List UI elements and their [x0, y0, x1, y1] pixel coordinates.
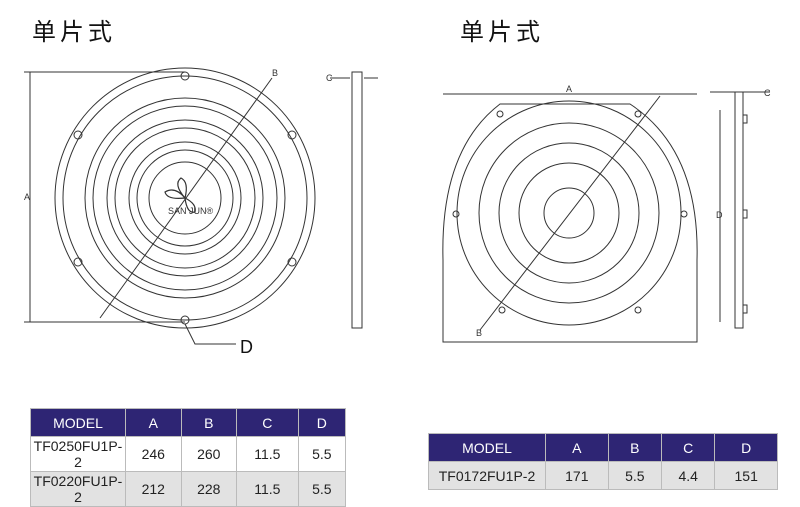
col-c: C	[660, 433, 716, 462]
dim-a: A	[24, 192, 30, 202]
cell: TF0172FU1P-2	[428, 461, 546, 490]
cell: 11.5	[236, 436, 299, 472]
cell: TF0220FU1P-2	[30, 471, 126, 507]
col-b: B	[180, 408, 238, 437]
dim-c: C	[764, 88, 771, 98]
cell: 246	[125, 436, 182, 472]
right-fan-guard-front: A B	[442, 84, 698, 343]
col-d: D	[297, 408, 347, 437]
right-title: 单片式	[460, 18, 544, 46]
col-a: A	[125, 408, 182, 437]
cell: 5.5	[607, 461, 662, 490]
left-title: 单片式	[32, 18, 116, 46]
dim-d: D	[716, 210, 723, 220]
dim-b: B	[272, 68, 278, 78]
cell: 5.5	[297, 471, 347, 507]
table-row: TF0220FU1P-2 212 228 11.5 5.5	[30, 471, 347, 507]
left-fan-guard-side: C	[326, 71, 378, 329]
logo-text: SAN JUN®	[168, 206, 214, 216]
cell: 260	[180, 436, 238, 472]
col-a: A	[545, 433, 609, 462]
col-b: B	[607, 433, 662, 462]
cell: 5.5	[297, 436, 347, 472]
cell: 228	[180, 471, 238, 507]
dim-b: B	[476, 328, 482, 338]
col-d: D	[714, 433, 778, 462]
cell: 151	[714, 461, 778, 490]
table-header: MODEL A B C D	[30, 408, 347, 437]
table-row: TF0172FU1P-2 171 5.5 4.4 151	[428, 461, 778, 490]
cell: 4.4	[660, 461, 716, 490]
table-row: TF0250FU1P-2 246 260 11.5 5.5	[30, 436, 347, 472]
table-header: MODEL A B C D	[428, 433, 778, 462]
dim-d-left: D	[240, 337, 253, 357]
spec-table-right: MODEL A B C D TF0172FU1P-2 171 5.5 4.4 1…	[428, 433, 778, 490]
dim-c: C	[326, 73, 333, 83]
col-model: MODEL	[30, 408, 126, 437]
col-model: MODEL	[428, 433, 546, 462]
cell: 171	[545, 461, 609, 490]
cell: 11.5	[236, 471, 299, 507]
right-fan-guard-side: C D	[710, 88, 771, 329]
cell: TF0250FU1P-2	[30, 436, 126, 472]
dim-a: A	[566, 84, 572, 94]
cell: 212	[125, 471, 182, 507]
col-c: C	[236, 408, 299, 437]
left-fan-guard-front: SAN JUN® A B	[24, 67, 316, 345]
spec-table-left: MODEL A B C D TF0250FU1P-2 246 260 11.5 …	[30, 408, 347, 507]
